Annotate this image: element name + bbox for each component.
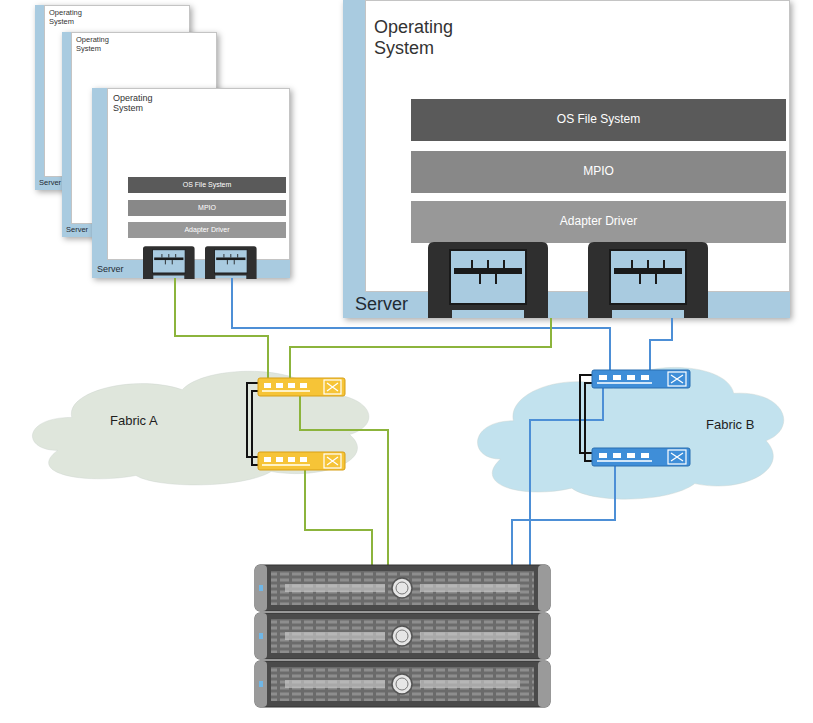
os-heading: Operating System xyxy=(49,9,91,26)
layer-label: OS File System xyxy=(183,181,232,189)
layer-label: Adapter Driver xyxy=(560,215,637,229)
fabric-label: Fabric B xyxy=(706,418,754,433)
stack-layer: OS File System xyxy=(411,99,786,141)
storage-unit xyxy=(255,661,550,707)
storage-unit xyxy=(255,613,550,659)
fc-switch xyxy=(592,448,690,466)
layer-label: MPIO xyxy=(583,165,614,179)
storage-unit xyxy=(255,565,550,611)
layer-label: OS File System xyxy=(557,113,640,127)
fc-switch xyxy=(258,452,345,470)
hba-card xyxy=(205,246,257,279)
hba-card xyxy=(428,242,548,318)
os-panel: Operating System OS File SystemMPIO Adapte… xyxy=(365,0,790,292)
fc-switch xyxy=(258,378,345,396)
os-heading: Operating System xyxy=(374,17,494,58)
server-label: Server xyxy=(355,294,408,315)
cloud-outline xyxy=(22,358,378,490)
fabric-label: Fabric A xyxy=(110,414,158,429)
fc-switch xyxy=(592,370,690,388)
stack-layer: Adapter Driver xyxy=(411,201,786,243)
fibre-cable xyxy=(290,318,551,358)
layer-label: Adapter Driver xyxy=(184,226,229,234)
hba-card xyxy=(588,242,708,318)
server-label: Server xyxy=(39,179,61,188)
fibre-cable xyxy=(232,278,610,352)
fabric-cloud: Fabric A xyxy=(22,358,378,490)
os-panel: Operating System OS File SystemMPIO Adapte… xyxy=(107,88,290,260)
server-label: Server xyxy=(97,264,124,274)
server-label: Server xyxy=(66,226,88,235)
server-box: Server Operating System OS File SystemMPIO… xyxy=(343,0,790,318)
fibre-cable xyxy=(650,318,672,352)
stack-layer: Adapter Driver xyxy=(128,222,286,238)
stack-cable xyxy=(247,375,592,465)
stack-layer: MPIO xyxy=(411,151,786,193)
fabric-wire xyxy=(268,352,650,565)
fibre-cable xyxy=(175,278,268,358)
os-heading: Operating System xyxy=(76,36,118,53)
stack-layer: MPIO xyxy=(128,200,286,216)
hba-card xyxy=(143,246,195,279)
os-heading: Operating System xyxy=(113,93,165,114)
fabric-cloud: Fabric B xyxy=(468,352,792,505)
layer-label: MPIO xyxy=(198,204,216,212)
server-box: Server Operating System OS File SystemMPIO… xyxy=(92,88,290,278)
stack-layer: OS File System xyxy=(128,177,286,193)
